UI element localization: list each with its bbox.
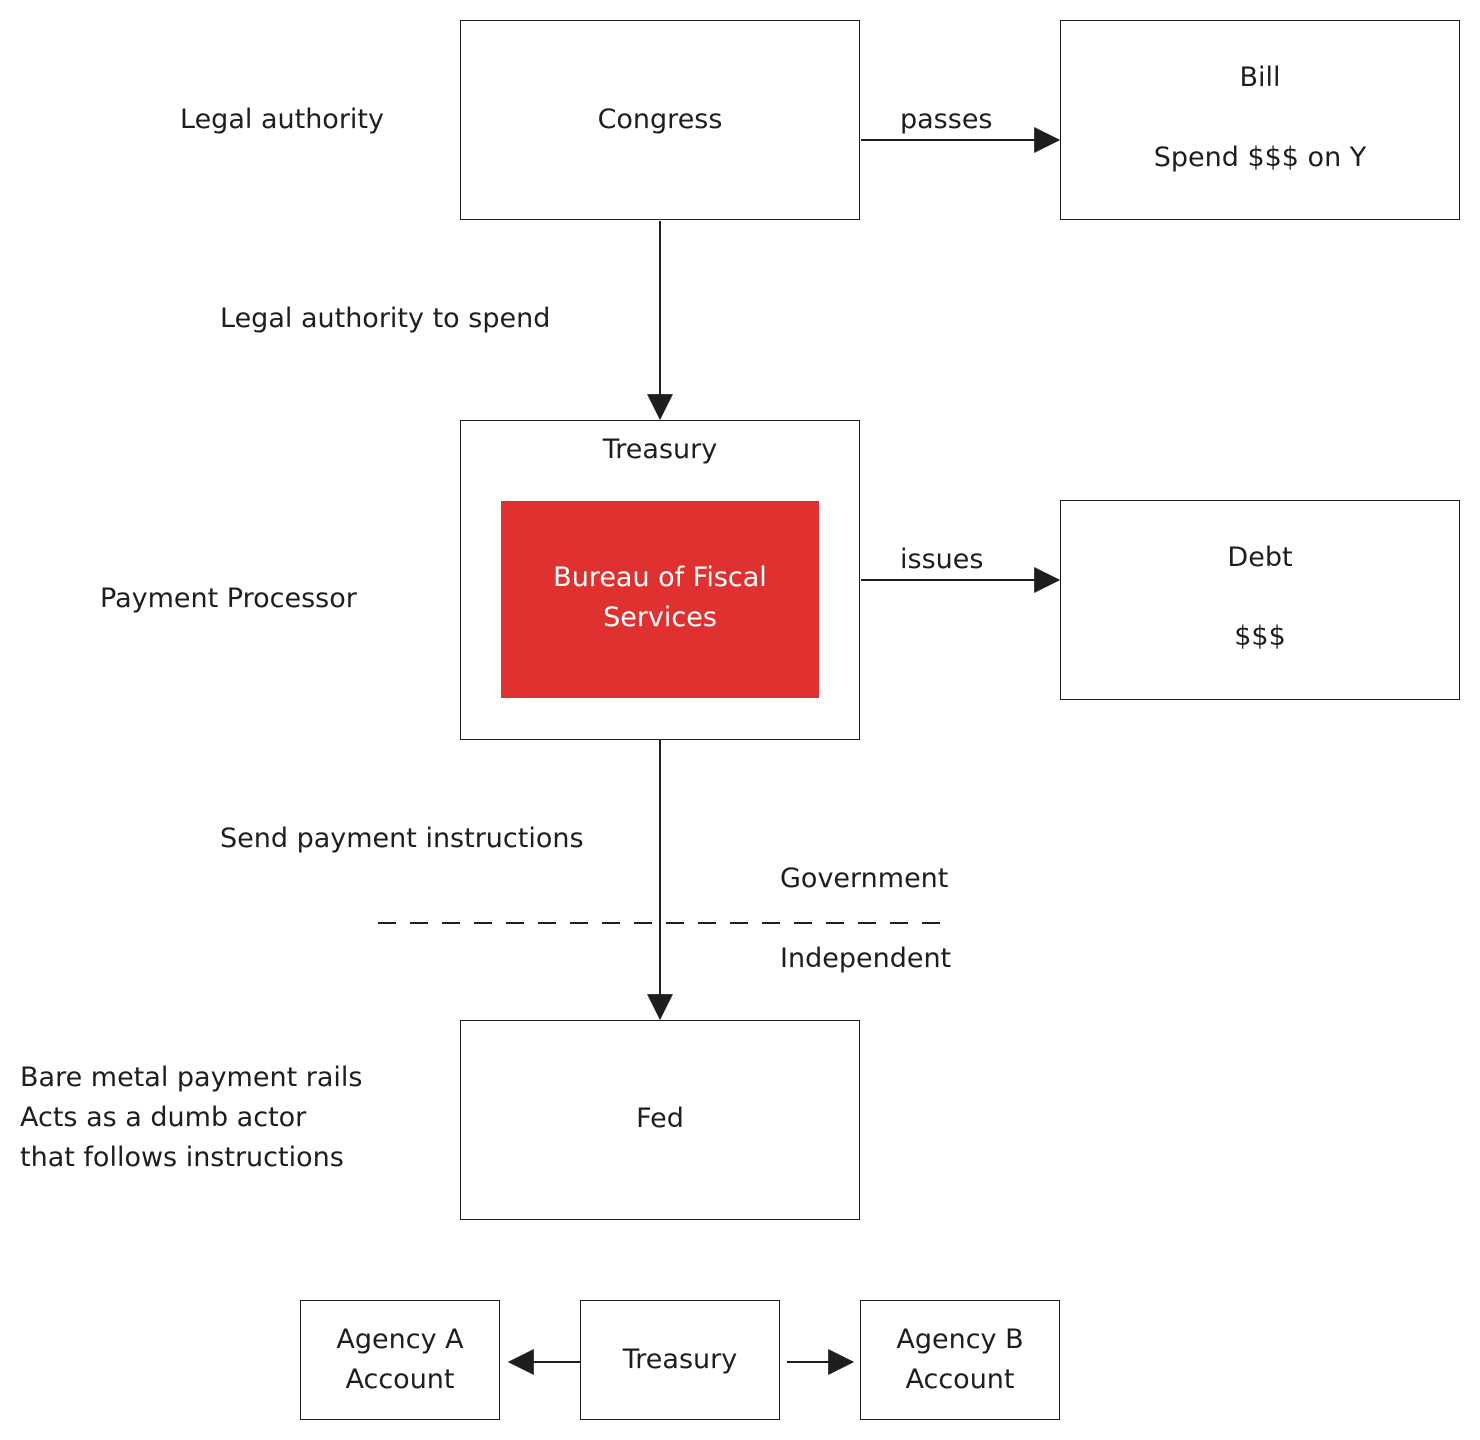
agency-b-line2: Account	[905, 1364, 1015, 1395]
bureau-label-line1: Bureau of Fiscal	[553, 562, 767, 593]
fed-label: Fed	[636, 1103, 684, 1134]
fed-node	[460, 1020, 860, 1220]
agency-a-line2: Account	[345, 1364, 455, 1395]
congress-node	[460, 20, 860, 220]
fed-note-line1: Bare metal payment rails	[20, 1062, 363, 1093]
annotation-payment-processor: Payment Processor	[100, 583, 357, 614]
bill-body: Spend $$$ on Y	[1153, 142, 1367, 173]
edge-label-passes: passes	[900, 104, 993, 135]
debt-body: $$$	[1234, 621, 1286, 652]
treasury-small-label: Treasury	[622, 1344, 738, 1375]
edge-label-issues: issues	[900, 544, 984, 575]
annotation-send-payment-instructions: Send payment instructions	[220, 823, 584, 854]
bill-node	[1060, 20, 1460, 220]
agency-a-line1: Agency A	[336, 1324, 464, 1355]
treasury-small-node	[580, 1300, 780, 1420]
annotation-legal-authority-to-spend: Legal authority to spend	[220, 303, 551, 334]
annotation-legal-authority: Legal authority	[180, 104, 384, 135]
agency-b-line1: Agency B	[896, 1324, 1024, 1355]
label-independent: Independent	[780, 943, 952, 974]
congress-label: Congress	[597, 104, 723, 135]
bureau-label-line2: Services	[603, 602, 717, 633]
debt-node	[1060, 500, 1460, 700]
agency-a-account-node	[300, 1300, 500, 1420]
bill-title: Bill	[1239, 62, 1281, 93]
debt-title: Debt	[1227, 542, 1293, 573]
treasury-label: Treasury	[602, 434, 718, 465]
fed-note-line3: that follows instructions	[20, 1142, 344, 1173]
label-government: Government	[780, 863, 949, 894]
bureau-of-fiscal-services-node	[501, 501, 819, 698]
fed-note-line2: Acts as a dumb actor	[20, 1102, 307, 1133]
agency-b-account-node	[860, 1300, 1060, 1420]
